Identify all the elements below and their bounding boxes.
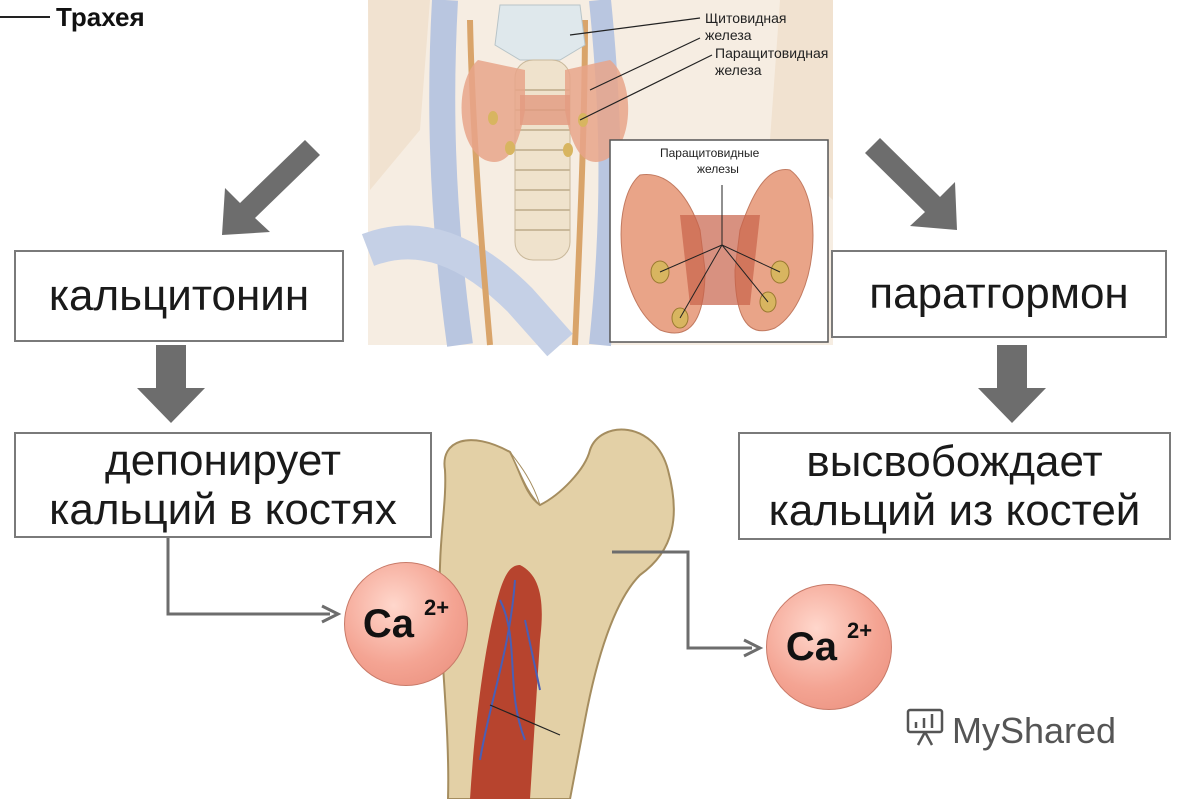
myshared-watermark: MyShared — [952, 710, 1116, 752]
thyroid-label-line1: Щитовидная — [705, 10, 787, 26]
releases-line1: высвобождает — [806, 437, 1102, 486]
calcium-symbol-left: Ca — [363, 602, 414, 647]
thyroid-label-line2: железа — [705, 27, 752, 43]
calcitonin-label: кальцитонин — [49, 271, 309, 320]
trachea-label: Трахея — [56, 2, 145, 33]
calcium-charge-right: 2+ — [847, 618, 872, 644]
deposits-line2: кальций в костях — [49, 485, 397, 534]
releases-line2: кальций из костей — [769, 486, 1141, 535]
parathormone-box: паратгормон — [831, 250, 1167, 338]
femur-bone-image — [440, 430, 674, 799]
calcitonin-box: кальцитонин — [14, 250, 344, 342]
myshared-logo-icon — [908, 710, 942, 745]
parathyroid-label-line1: Паращитовидная — [715, 45, 828, 61]
arrow-down-left — [137, 345, 205, 423]
inset-label-line1: Паращитовидные — [660, 146, 759, 160]
inset-label-line2: железы — [697, 162, 739, 176]
calcium-charge-left: 2+ — [424, 595, 449, 621]
calcium-ion-left: Ca 2+ — [344, 562, 468, 686]
parathyroid-label-line2: железа — [715, 62, 762, 78]
releases-calcium-box: высвобождает кальций из костей — [738, 432, 1171, 540]
deposits-line1: депонирует — [105, 436, 341, 485]
arrow-down-right-top — [865, 138, 957, 230]
deposits-calcium-box: депонирует кальций в костях — [14, 432, 432, 538]
parathormone-label: паратгормон — [869, 269, 1128, 318]
calcium-ion-right: Ca 2+ — [766, 584, 892, 710]
calcium-symbol-right: Ca — [786, 625, 837, 670]
arrow-down-right — [978, 345, 1046, 423]
arrow-down-left-top — [222, 140, 320, 235]
